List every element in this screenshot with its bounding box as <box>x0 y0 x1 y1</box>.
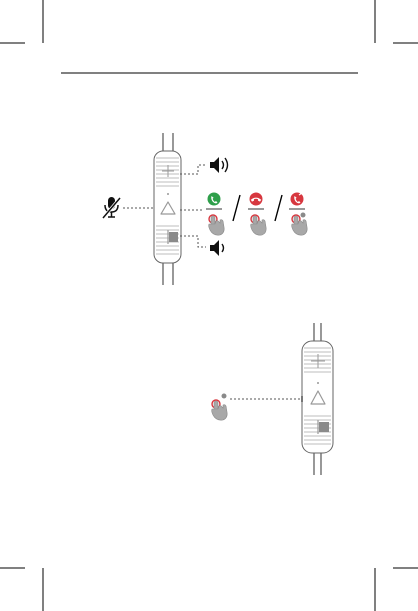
volume-up-icon <box>210 157 228 173</box>
finger-press-icon <box>292 213 308 236</box>
finger-press-icon <box>251 215 266 235</box>
action-answer-call <box>206 193 224 236</box>
hold-indicator <box>301 213 306 218</box>
reject-call-icon <box>291 193 304 206</box>
finger-press-icon <box>209 215 225 235</box>
action-reject-call <box>289 193 307 236</box>
bottom-remote <box>212 323 333 475</box>
top-remote <box>103 133 307 285</box>
answer-call-icon <box>208 193 221 206</box>
separator-slash-1 <box>233 195 240 221</box>
hold-indicator <box>222 394 227 399</box>
finger-press-icon <box>212 394 228 421</box>
separator-slash-2 <box>275 195 282 221</box>
mic-mute-icon <box>103 197 120 218</box>
end-call-icon <box>250 193 263 206</box>
action-end-call <box>248 193 266 236</box>
volume-up-button[interactable] <box>304 348 331 372</box>
volume-down-icon <box>210 240 224 256</box>
